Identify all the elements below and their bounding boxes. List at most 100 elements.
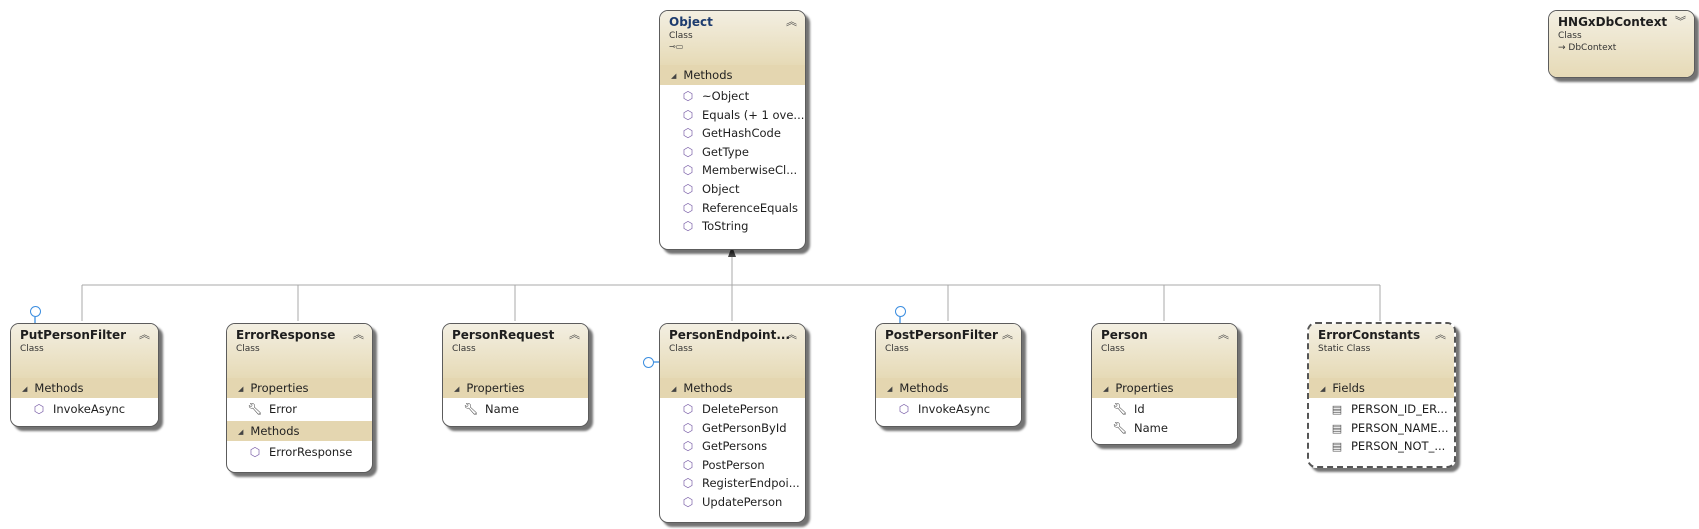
member-name: GetType [702, 144, 749, 159]
list-item[interactable]: ▤PERSON_NAME... [1309, 419, 1454, 438]
class-box-personrequest[interactable]: PersonRequest Class ︽ ◢Properties 🔧︎ Name [442, 323, 589, 427]
member-name: GetPersonById [702, 420, 787, 435]
chevron-up-icon[interactable]: ︽ [139, 328, 150, 341]
section-header[interactable]: ◢Fields [1309, 378, 1454, 398]
member-name: PostPerson [702, 457, 765, 472]
list-item[interactable]: ⬡UpdatePerson [660, 493, 805, 512]
list-item[interactable]: ⬡ErrorResponse [227, 443, 372, 462]
chevron-up-icon[interactable]: ︽ [786, 328, 797, 341]
list-item[interactable]: ⬡MemberwiseCl... [660, 161, 805, 180]
triangle-collapse-icon[interactable]: ◢ [1320, 385, 1326, 393]
triangle-collapse-icon[interactable]: ◢ [238, 385, 244, 393]
class-header[interactable]: ErrorResponse Class ︽ [227, 324, 372, 378]
class-box-errorconstants[interactable]: ErrorConstants Static Class ︽ ◢Fields ▤P… [1307, 322, 1456, 468]
member-name: InvokeAsync [53, 402, 126, 416]
interface-lollipop-putfilter [30, 306, 41, 317]
section-label: Methods [250, 423, 300, 438]
member-name: Name [485, 402, 519, 416]
class-header[interactable]: Person Class ︽ [1092, 324, 1237, 378]
class-box-postpersonfilter[interactable]: PostPersonFilter Class ︽ ◢Methods ⬡ Invok… [875, 323, 1022, 427]
cube-method-icon: ⬡ [682, 89, 694, 103]
chevron-up-icon[interactable]: ︽ [1002, 328, 1013, 341]
list-item[interactable]: ⬡PostPerson [660, 456, 805, 475]
list-item[interactable]: ⬡ReferenceEquals [660, 199, 805, 218]
class-header[interactable]: PutPersonFilter Class ︽ [11, 324, 158, 378]
chevron-up-icon[interactable]: ︽ [569, 328, 580, 341]
section-header[interactable]: ◢Properties [443, 378, 588, 398]
member-name: ToString [702, 219, 749, 234]
list-item[interactable]: 🔧︎Name [1092, 419, 1237, 438]
triangle-collapse-icon[interactable]: ◢ [22, 385, 28, 393]
class-name: ErrorResponse [236, 328, 336, 342]
list-item[interactable]: ⬡ InvokeAsync [876, 400, 1021, 419]
cube-method-icon: ⬡ [898, 402, 910, 416]
section-header[interactable]: ◢ Methods [227, 420, 372, 441]
list-item[interactable]: ⬡GetHashCode [660, 124, 805, 143]
section-header[interactable]: ◢Methods [876, 378, 1021, 398]
member-name: PERSON_NAME... [1351, 420, 1449, 435]
member-name: DeletePerson [702, 402, 779, 416]
section-header[interactable]: ◢Properties [1092, 378, 1237, 398]
list-item[interactable]: 🔧︎ Id [1092, 400, 1237, 419]
section-header[interactable]: ◢Methods [11, 378, 158, 398]
member-name: Id [1134, 402, 1145, 416]
member-name: GetPersons [702, 439, 768, 454]
member-list: ⬡~Object ⬡Equals (+ 1 ove... ⬡GetHashCod… [660, 85, 805, 238]
class-box-object[interactable]: Object Class ⊸▭ ︽ ◢Methods ⬡~Object ⬡Equ… [659, 10, 806, 250]
cube-method-icon: ⬡ [682, 476, 694, 491]
list-item[interactable]: ⬡RegisterEndpoi... [660, 474, 805, 493]
list-item[interactable]: ⬡ GetPersons [660, 437, 805, 456]
wrench-property-icon: 🔧︎ [1112, 402, 1128, 416]
list-item[interactable]: ⬡~Object [660, 87, 805, 106]
triangle-collapse-icon[interactable]: ◢ [238, 427, 244, 436]
class-header[interactable]: PersonRequest Class ︽ [443, 324, 588, 378]
chevron-up-icon[interactable]: ︽ [353, 328, 364, 341]
chevron-down-icon[interactable]: ︾ [1675, 15, 1686, 28]
list-item[interactable]: ⬡GetPersonById [660, 419, 805, 438]
list-item[interactable]: ▤PERSON_ID_ER... [1309, 400, 1454, 419]
key-gadget-icon: ⊸▭ [669, 42, 684, 51]
cube-method-icon: ⬡ [682, 439, 694, 454]
list-item[interactable]: ⬡InvokeAsync [11, 400, 158, 419]
list-item[interactable]: ⬡Equals (+ 1 ove... [660, 106, 805, 125]
member-name: Name [1134, 420, 1168, 435]
class-box-personendpoint[interactable]: PersonEndpoint... Class ︽ ◢Methods ⬡Dele… [659, 323, 806, 523]
triangle-collapse-icon[interactable]: ◢ [671, 72, 677, 80]
class-header[interactable]: ErrorConstants Static Class ︽ [1309, 324, 1454, 378]
field-icon: ▤ [1331, 403, 1343, 416]
class-name: ErrorConstants [1318, 328, 1421, 342]
chevron-up-icon[interactable]: ︽ [1218, 328, 1229, 341]
list-item[interactable]: ▤PERSON_NOT_... [1309, 437, 1454, 456]
list-item[interactable]: 🔧︎ Name [443, 400, 588, 419]
triangle-collapse-icon[interactable]: ◢ [454, 385, 460, 393]
class-header[interactable]: PersonEndpoint... Class ︽ [660, 324, 805, 378]
class-header[interactable]: HNGxDbContext Class → DbContext ︾ [1549, 11, 1694, 77]
class-header[interactable]: Object Class ⊸▭ ︽ [660, 11, 805, 65]
class-box-person[interactable]: Person Class ︽ ◢Properties 🔧︎ Id 🔧︎Name [1091, 323, 1238, 445]
wrench-property-icon: 🔧︎ [463, 402, 479, 416]
class-box-errorresponse[interactable]: ErrorResponse Class ︽ ◢Properties 🔧︎Erro… [226, 323, 373, 473]
class-header[interactable]: PostPersonFilter Class ︽ [876, 324, 1021, 378]
list-item[interactable]: ⬡ToString [660, 217, 805, 236]
chevron-up-icon[interactable]: ︽ [1435, 328, 1446, 341]
chevron-up-icon[interactable]: ︽ [786, 15, 797, 28]
cube-method-icon: ⬡ [682, 181, 694, 196]
list-item[interactable]: ⬡Object [660, 180, 805, 199]
triangle-collapse-icon[interactable]: ◢ [671, 385, 677, 393]
triangle-collapse-icon[interactable]: ◢ [887, 385, 893, 393]
list-item[interactable]: ⬡DeletePerson [660, 400, 805, 419]
class-box-hngxdbcontext[interactable]: HNGxDbContext Class → DbContext ︾ [1548, 10, 1695, 78]
member-list: 🔧︎Error [227, 398, 372, 421]
section-header[interactable]: ◢Methods [660, 65, 805, 85]
interface-lollipop-postfilter [895, 306, 906, 317]
member-name: InvokeAsync [918, 402, 991, 416]
triangle-collapse-icon[interactable]: ◢ [1103, 385, 1109, 393]
list-item[interactable]: 🔧︎Error [227, 400, 372, 419]
section-header[interactable]: ◢Properties [227, 378, 372, 398]
section-header[interactable]: ◢Methods [660, 378, 805, 398]
class-kind: Static Class [1318, 344, 1371, 354]
cube-method-icon: ⬡ [682, 163, 694, 178]
class-box-putpersonfilter[interactable]: PutPersonFilter Class ︽ ◢Methods ⬡Invoke… [10, 323, 159, 427]
list-item[interactable]: ⬡GetType [660, 143, 805, 162]
